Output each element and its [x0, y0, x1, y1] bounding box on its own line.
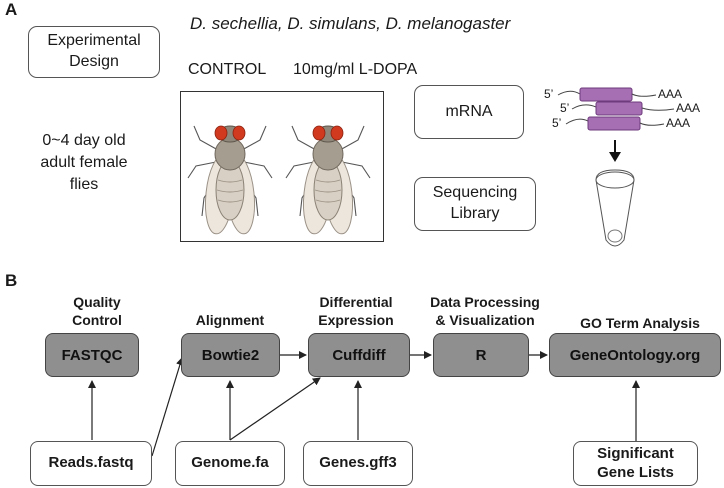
genome-fa-box: Genome.fa [175, 441, 285, 486]
panel-a-letter: A [5, 0, 18, 19]
cuffdiff-box: Cuffdiff [308, 333, 410, 377]
significant-gene-lists-box: Significant Gene Lists [573, 441, 698, 486]
transcript-1-5prime: 5’ [544, 87, 554, 101]
reads-fastq-box: Reads.fastq [30, 441, 152, 486]
header-alignment: Alignment [195, 312, 265, 328]
fastqc-box: FASTQC [45, 333, 139, 377]
bowtie2-box: Bowtie2 [181, 333, 280, 377]
transcript-2-polya: AAA [676, 101, 701, 115]
down-arrow-icon [609, 152, 621, 162]
transcript-2-5prime: 5’ [560, 101, 570, 115]
treatment-label: 10mg/ml L-DOPA [293, 61, 418, 78]
transcript-3-polya: AAA [666, 116, 691, 130]
tube-icon [595, 169, 635, 247]
species-list: D. sechellia, D. simulans, D. melanogast… [190, 14, 511, 33]
fly-image-frame [180, 91, 384, 242]
header-quality-control: Quality Control [72, 294, 122, 328]
header-differential-expression: Differential Expression [318, 294, 394, 328]
mrna-box: mRNA [414, 85, 524, 139]
transcript-3-5prime: 5’ [552, 116, 562, 130]
panel-b-letter: B [5, 271, 18, 290]
header-go-term-analysis: GO Term Analysis [580, 315, 700, 331]
experimental-design-box: Experimental Design [28, 26, 160, 78]
genes-gff3-box: Genes.gff3 [303, 441, 413, 486]
geneontology-box: GeneOntology.org [549, 333, 721, 377]
control-label: CONTROL [188, 61, 267, 78]
transcript-1-polya: AAA [658, 87, 683, 101]
fly-age-description: 0~4 day old adult female flies [40, 132, 128, 194]
mrna-transcripts: 5’ AAA 5’ AAA 5’ AAA [540, 82, 720, 142]
sequencing-library-box: Sequencing Library [414, 177, 536, 231]
tube-and-arrow [595, 140, 635, 247]
r-box: R [433, 333, 529, 377]
header-data-processing: Data Processing & Visualization [430, 294, 540, 328]
